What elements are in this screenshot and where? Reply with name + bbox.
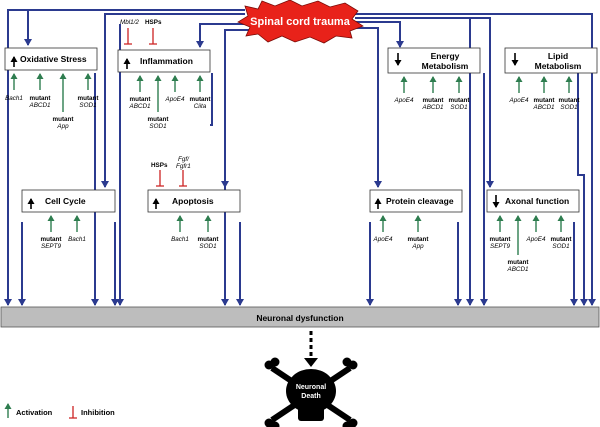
apoptosis-box: Apoptosis — [147, 189, 241, 213]
factor-label: mutant — [130, 96, 152, 103]
cell-cycle-box: Cell Cycle — [21, 189, 116, 213]
factor-label: mutant — [408, 236, 430, 243]
factor-label: ApoE4 — [526, 236, 546, 243]
dashed-arrow — [304, 331, 318, 367]
factor-label: App — [56, 123, 69, 130]
factor-label: mutant — [490, 236, 512, 243]
factor-label: Bach1 — [171, 236, 189, 243]
protein-cleavage-box: Protein cleavage — [369, 189, 463, 213]
factor-label: SOD1 — [199, 243, 216, 250]
lipid-label-1: Lipid — [548, 51, 568, 61]
inflammation-box: Inflammation — [117, 49, 211, 73]
energy-label-1: Energy — [431, 51, 460, 61]
activation-arrows — [10, 73, 573, 255]
factor-labels: Bach1 mutant ABCD1 mutant App mutant SOD… — [5, 95, 580, 273]
factor-label: mutant — [41, 236, 63, 243]
factor-label: ApoE4 — [165, 96, 185, 103]
oxidative-stress-box: Oxidative Stress — [4, 47, 98, 71]
activation-legend-label: Activation — [16, 408, 53, 417]
factor-label: mutant — [551, 236, 573, 243]
factor-label: App — [411, 243, 424, 250]
factor-label: Ciita — [194, 103, 207, 110]
cell-cycle-label: Cell Cycle — [45, 196, 86, 206]
factor-label: mutant — [559, 97, 581, 104]
factor-label: mutant — [423, 97, 445, 104]
inhibition-legend-icon — [69, 406, 77, 419]
energy-metabolism-box: Energy Metabolism — [387, 47, 481, 74]
factor-label: ABCD1 — [29, 102, 51, 109]
factor-label: SOD1 — [450, 104, 467, 111]
factor-label: mutant — [30, 95, 52, 102]
factor-label: SOD1 — [149, 123, 166, 130]
factor-label: mutant — [534, 97, 556, 104]
factor-label: ABCD1 — [507, 266, 529, 273]
energy-label-2: Metabolism — [422, 61, 469, 71]
axonal-function-label: Axonal function — [505, 196, 569, 206]
lipid-metabolism-box: Lipid Metabolism — [504, 47, 598, 74]
factor-label: ApoE4 — [394, 97, 414, 104]
factor-label: SOD1 — [560, 104, 577, 111]
inhibition-legend-label: Inhibition — [81, 408, 115, 417]
neuronal-dysfunction-label: Neuronal dysfunction — [256, 313, 343, 323]
factor-label: mutant — [449, 97, 471, 104]
factor-label: ABCD1 — [129, 103, 151, 110]
inflammation-label: Inflammation — [140, 56, 193, 66]
inhibitor-hsps-top: HSPs — [145, 19, 162, 26]
neuronal-death-label-1: Neuronal — [296, 384, 326, 391]
factor-label: Bach1 — [5, 95, 23, 102]
inhibitor-hsps-apoptosis: HSPs — [151, 162, 168, 169]
factor-label: SEPT9 — [41, 243, 61, 250]
neuronal-dysfunction-bar: Neuronal dysfunction — [0, 306, 600, 328]
apoptosis-label: Apoptosis — [172, 196, 214, 206]
factor-label: SEPT9 — [490, 243, 510, 250]
neuronal-death-label-2: Death — [301, 393, 320, 400]
factor-label: ApoE4 — [373, 236, 393, 243]
protein-cleavage-label: Protein cleavage — [386, 196, 454, 206]
trauma-burst: Spinal cord trauma — [237, 0, 364, 44]
factor-label: mutant — [53, 116, 75, 123]
factor-label: ABCD1 — [533, 104, 555, 111]
factor-label: mutant — [190, 96, 212, 103]
factor-label: SOD1 — [79, 102, 96, 109]
skull-crossbones-icon: Neuronal Death — [264, 357, 358, 427]
inhibitor-fgf-1: Fgf/ — [178, 156, 190, 163]
factor-label: SOD1 — [552, 243, 569, 250]
oxidative-stress-label: Oxidative Stress — [20, 54, 87, 64]
inhibitor-mbl: Mbl1/2 — [120, 19, 139, 26]
inhibitor-fgf-2: Fgfr1 — [176, 163, 191, 170]
factor-label: ABCD1 — [422, 104, 444, 111]
factor-label: ApoE4 — [509, 97, 529, 104]
factor-label: mutant — [78, 95, 100, 102]
factor-label: mutant — [148, 116, 170, 123]
lipid-label-2: Metabolism — [535, 61, 582, 71]
axonal-function-box: Axonal function — [486, 189, 580, 213]
legend: Activation Inhibition — [4, 403, 115, 419]
factor-label: Bach1 — [68, 236, 86, 243]
trauma-label: Spinal cord trauma — [250, 16, 351, 28]
factor-label: mutant — [198, 236, 220, 243]
inhibitors: Mbl1/2 HSPs HSPs Fgf/ Fgfr1 — [120, 19, 191, 187]
factor-label: mutant — [508, 259, 530, 266]
